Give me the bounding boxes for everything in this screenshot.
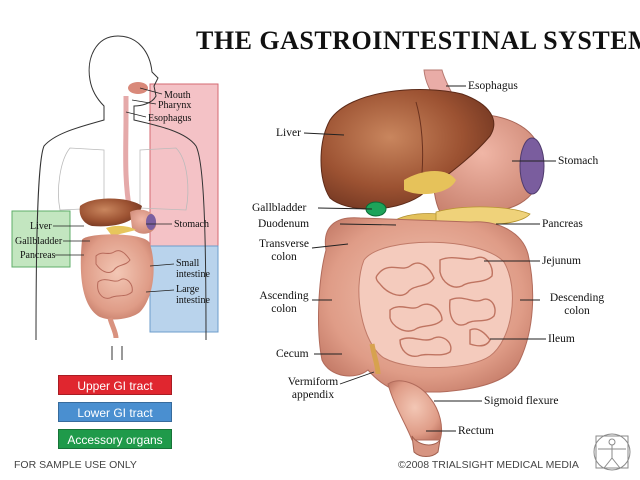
spleen-shape [519, 137, 545, 195]
small-mouth [128, 82, 148, 94]
label-cecum: Cecum [276, 348, 309, 360]
small-label-liver: Liver [30, 221, 52, 232]
label-gallbladder: Gallbladder [252, 202, 307, 214]
page-title: THE GASTROINTESTINAL SYSTEM [196, 26, 640, 55]
small-label-small-intestine: Small intestine [176, 258, 210, 280]
appendix-shape [369, 343, 381, 375]
small-label-pharynx: Pharynx [158, 100, 192, 111]
small-organs [79, 198, 157, 339]
large-anatomy [318, 69, 545, 457]
vitruvian-man-icon [593, 433, 631, 471]
label-descending-colon: Descending colon [549, 292, 605, 317]
label-ileum: Ileum [548, 333, 575, 345]
body-outline [35, 35, 207, 360]
small-intestine-shape [358, 241, 513, 369]
small-label-esophagus: Esophagus [148, 113, 192, 124]
small-figure-regions [11, 83, 219, 333]
lower-gi-region [149, 245, 219, 333]
liver-shape [320, 89, 495, 210]
small-esophagus [123, 96, 133, 213]
footer-sample-notice: FOR SAMPLE USE ONLY [14, 459, 137, 471]
sigmoid-shape [387, 380, 443, 441]
accessory-region [11, 210, 71, 268]
small-label-pancreas: Pancreas [20, 250, 56, 261]
legend-upper-gi: Upper GI tract [58, 375, 172, 395]
label-ascending-colon: Ascending colon [259, 290, 309, 315]
label-sigmoid-flexure: Sigmoid flexure [484, 395, 559, 407]
label-duodenum: Duodenum [258, 218, 310, 230]
label-pancreas: Pancreas [542, 218, 583, 230]
small-label-mouth: Mouth [164, 90, 191, 101]
upper-gi-region [149, 83, 219, 247]
small-label-stomach: Stomach [174, 219, 209, 230]
small-label-gallbladder: Gallbladder [15, 236, 63, 247]
legend-lower-gi: Lower GI tract [58, 402, 172, 422]
intestine-coils [375, 256, 496, 357]
footer-copyright: ©2008 TRIALSIGHT MEDICAL MEDIA [398, 459, 579, 471]
label-jejunum: Jejunum [542, 255, 581, 267]
label-esophagus: Esophagus [468, 80, 518, 92]
label-transverse-colon: Transverse colon [258, 238, 310, 263]
large-leader-lines [303, 85, 556, 432]
legend-accessory-organs: Accessory organs [58, 429, 172, 449]
small-label-large-intestine: Large intestine [176, 284, 210, 306]
label-stomach: Stomach [558, 155, 599, 167]
small-leader-lines [53, 87, 175, 293]
label-liver: Liver [276, 127, 301, 139]
label-vermiform-appendix: Vermiform appendix [287, 376, 339, 401]
label-rectum: Rectum [458, 425, 494, 437]
rectum-shape [411, 435, 441, 457]
